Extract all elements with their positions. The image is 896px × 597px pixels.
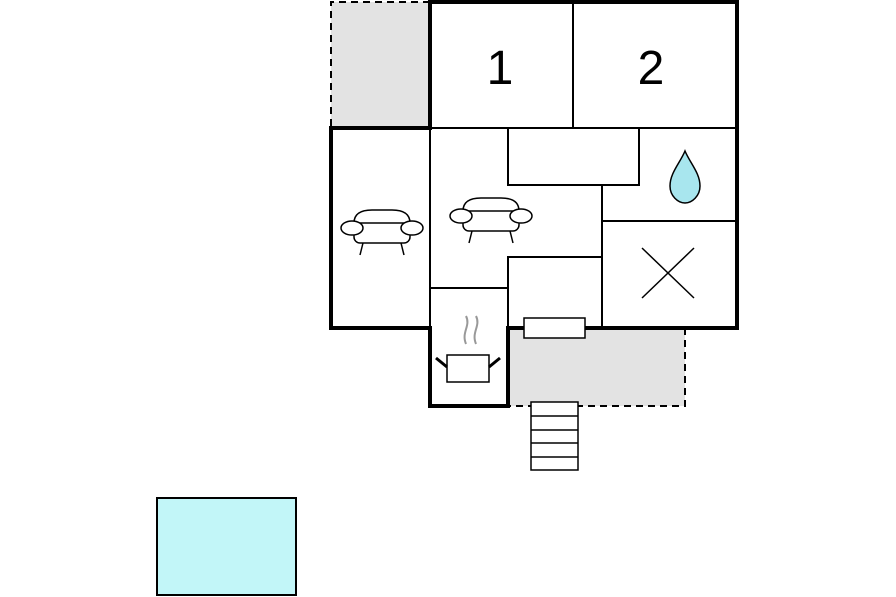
bedroom-1-label: 1: [487, 42, 514, 95]
sofa-icon: [449, 197, 533, 244]
stairs-icon: [530, 401, 579, 471]
water-drop-icon: [669, 149, 701, 204]
sofa-icon: [340, 209, 424, 256]
terrace-top-left: [330, 1, 430, 128]
outer-walls: [329, 0, 739, 408]
cross-icon: [641, 247, 695, 299]
radiator-icon: [523, 317, 586, 339]
bedroom-2-label: 2: [638, 42, 665, 95]
swimming-pool: [156, 497, 297, 596]
interior-walls: [429, 2, 737, 328]
cooking-pot-icon: [435, 315, 501, 383]
terrace-bottom: [508, 328, 686, 407]
